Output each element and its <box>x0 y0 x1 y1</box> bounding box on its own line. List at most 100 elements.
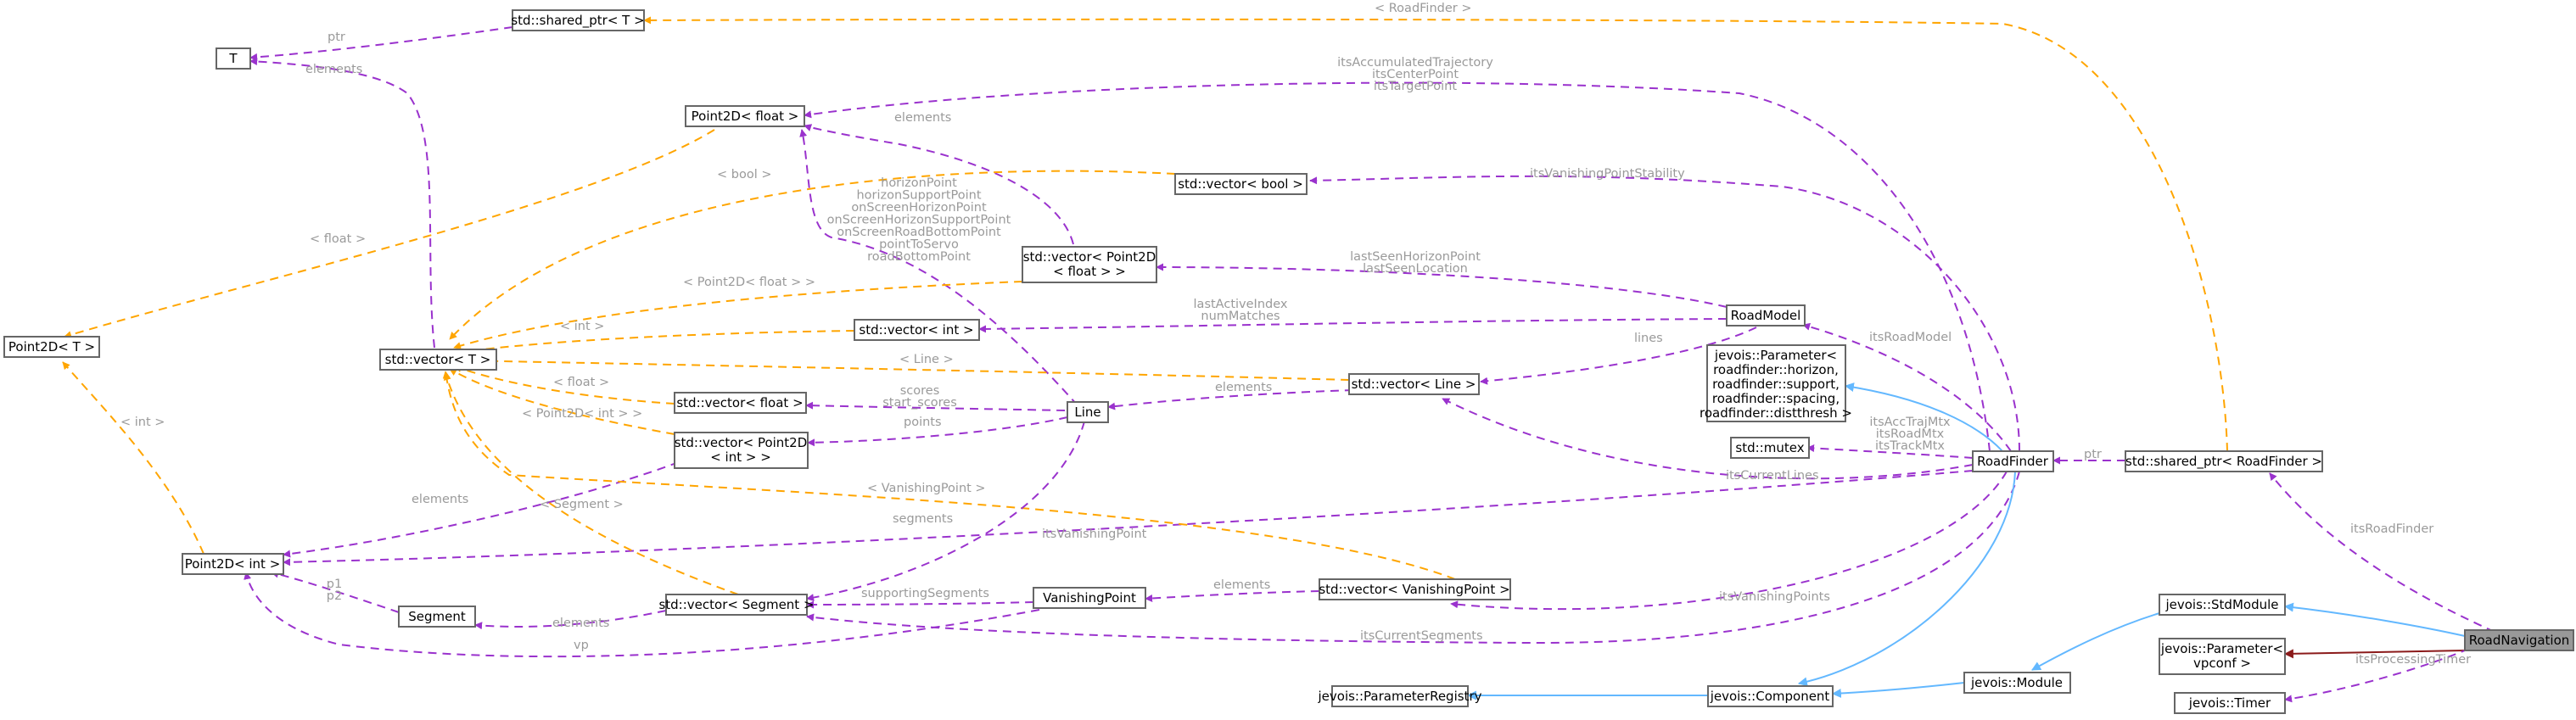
edge-vint-to-vT <box>456 330 855 356</box>
svg-text:std::shared_ptr< T >: std::shared_ptr< T > <box>511 13 644 29</box>
node-parameter-registry[interactable]: jevois::ParameterRegistry <box>1318 685 1482 707</box>
edge-labels: < RoadFinder > ptr elements itsAccumulat… <box>120 2 2471 667</box>
node-roadmodel[interactable]: RoadModel <box>1726 304 1806 327</box>
node-T[interactable]: T <box>216 47 251 70</box>
node-component[interactable]: jevois::Component <box>1707 685 1834 707</box>
node-vector-segment[interactable]: std::vector< Segment > <box>658 594 815 616</box>
node-segment[interactable]: Segment <box>398 606 476 628</box>
edge-vseg-to-vT <box>443 372 739 595</box>
node-module[interactable]: jevois::Module <box>1963 672 2071 694</box>
node-shared-ptr-T[interactable]: std::shared_ptr< T > <box>511 9 645 31</box>
edge-label-line-tpl: < Line > <box>899 353 954 366</box>
node-line[interactable]: Line <box>1067 401 1109 423</box>
edge-label-pf-tpl: < Point2D< float > > <box>683 276 815 289</box>
edge-rf-to-param-roadfinder <box>1844 382 2003 452</box>
node-roadfinder[interactable]: RoadFinder <box>1972 450 2054 472</box>
edge-vbool-to-vT <box>449 170 1176 340</box>
edge-vvp-to-vp <box>1145 590 1320 603</box>
edge-label-int-tpl-pt: < int > <box>120 416 165 429</box>
edge-pf-to-pT <box>64 129 715 338</box>
edge-roadfinder-to-point2d-float <box>804 81 1991 452</box>
svg-text:Segment: Segment <box>408 609 466 624</box>
nodes: std::shared_ptr< T > T Point2D< float > … <box>3 9 2574 714</box>
edge-rf-to-rm <box>1802 322 2012 452</box>
edge-vec-pf-to-pf <box>804 124 1074 245</box>
node-vector-vanishingpoint[interactable]: std::vector< VanishingPoint > <box>1319 578 1511 600</box>
edge-label-elements-line: elements <box>1215 381 1272 394</box>
node-vanishingpoint[interactable]: VanishingPoint <box>1033 587 1146 609</box>
node-vector-point2d-int[interactable]: std::vector< Point2D< int > > <box>674 432 809 469</box>
edge-vvp-to-vT <box>442 371 1456 580</box>
edge-label-sp-roadfinder: < RoadFinder > <box>1375 2 1472 15</box>
edge-label-vp-stability: itsVanishingPointStability <box>1530 167 1685 181</box>
node-timer[interactable]: jevois::Timer <box>2174 692 2286 714</box>
svg-text:std::vector< int >: std::vector< int > <box>859 322 973 338</box>
svg-text:T: T <box>228 51 238 66</box>
node-vector-point2d-float[interactable]: std::vector< Point2D< float > > <box>1022 246 1157 283</box>
svg-text:RoadNavigation: RoadNavigation <box>2469 633 2570 648</box>
node-mutex[interactable]: std::mutex <box>1730 437 1810 459</box>
edge-vpi-to-vT <box>449 368 675 435</box>
edge-label-ptr-T: ptr <box>328 31 345 44</box>
svg-text:Point2D< T >: Point2D< T > <box>8 339 95 354</box>
node-stdmodule[interactable]: jevois::StdModule <box>2159 594 2286 616</box>
edge-vseg-to-seg <box>474 610 667 630</box>
edge-stdmodule-to-module <box>2031 612 2160 671</box>
node-point2d-T[interactable]: Point2D< T > <box>3 336 100 358</box>
edge-pi-to-pT <box>62 361 204 555</box>
edge-label-lines: lines <box>1634 332 1663 345</box>
edge-vpf-to-vT <box>453 281 1023 349</box>
edge-label-supporting-segments: supportingSegments <box>861 587 989 600</box>
edge-label-elements-vp: elements <box>1213 578 1270 592</box>
edge-sp-T-to-T <box>249 26 513 61</box>
node-vector-float[interactable]: std::vector< float > <box>674 392 807 414</box>
svg-text:jevois::Timer: jevois::Timer <box>2188 695 2271 711</box>
edge-rf-to-pi <box>283 470 1974 567</box>
edge-label-segment-tpl: < Segment > <box>540 498 624 511</box>
node-point2d-int[interactable]: Point2D< int > <box>182 553 284 575</box>
edge-vline-to-line <box>1107 389 1354 410</box>
edge-rm-to-vint <box>978 318 1728 333</box>
node-roadnavigation[interactable]: RoadNavigation <box>2464 629 2574 651</box>
edge-seg-to-pi <box>271 570 400 613</box>
edge-vpi-to-pi <box>283 461 680 558</box>
edge-label-elements-pf: elements <box>894 111 951 125</box>
edge-label-its-vanishing-point: itsVanishingPoint <box>1042 527 1147 541</box>
edge-label-vp-tpl: < VanishingPoint > <box>867 482 986 495</box>
node-point2d-float[interactable]: Point2D< float > <box>685 105 805 127</box>
edge-label-float-tpl: < float > <box>553 376 609 389</box>
edge-vline-to-vT <box>457 356 1350 381</box>
svg-text:jevois::StdModule: jevois::StdModule <box>2164 597 2278 612</box>
edge-label-elements-T: elements <box>305 63 362 76</box>
edge-label-points: points <box>904 416 942 429</box>
svg-text:std::vector< Point2D< int > >: std::vector< Point2D< int > > <box>675 435 808 465</box>
edge-label-current-segments: itsCurrentSegments <box>1360 629 1483 643</box>
svg-text:RoadFinder: RoadFinder <box>1977 454 2049 469</box>
node-param-roadfinder[interactable]: jevois::Parameter<roadfinder::horizon,ro… <box>1700 344 1852 422</box>
edge-rf-to-component <box>1797 471 2016 687</box>
node-vector-line[interactable]: std::vector< Line > <box>1348 373 1480 395</box>
svg-text:VanishingPoint: VanishingPoint <box>1043 590 1136 606</box>
svg-text:std::vector< Point2D< float >: std::vector< Point2D< float > > <box>1023 249 1156 279</box>
node-shared-ptr-roadfinder[interactable]: std::shared_ptr< RoadFinder > <box>2125 450 2323 472</box>
edge-sp-roadfinder-to-sp-T <box>643 16 2228 452</box>
edge-label-current-lines: itsCurrentLines <box>1726 469 1819 483</box>
node-vector-T[interactable]: std::vector< T > <box>379 349 497 371</box>
edge-label-bool-tpl: < bool > <box>717 168 772 181</box>
svg-text:Line: Line <box>1074 405 1100 420</box>
svg-text:std::vector< T >: std::vector< T > <box>385 352 491 367</box>
svg-text:std::vector< VanishingPoint >: std::vector< VanishingPoint > <box>1319 582 1509 597</box>
edge-vfloat-to-vT <box>454 365 675 405</box>
node-vector-bool[interactable]: std::vector< bool > <box>1174 173 1308 195</box>
edge-rf-to-vseg <box>806 471 2020 645</box>
edge-rn-to-sp-rf <box>2269 472 2495 633</box>
svg-text:std::vector< bool >: std::vector< bool > <box>1178 176 1303 192</box>
node-param-vpconf[interactable]: jevois::Parameter<vpconf > <box>2159 638 2286 675</box>
svg-text:std::vector< Line >: std::vector< Line > <box>1352 377 1476 392</box>
node-vector-int[interactable]: std::vector< int > <box>854 319 980 341</box>
svg-text:Point2D< float >: Point2D< float > <box>692 109 799 124</box>
svg-text:jevois::ParameterRegistry: jevois::ParameterRegistry <box>1318 689 1482 704</box>
